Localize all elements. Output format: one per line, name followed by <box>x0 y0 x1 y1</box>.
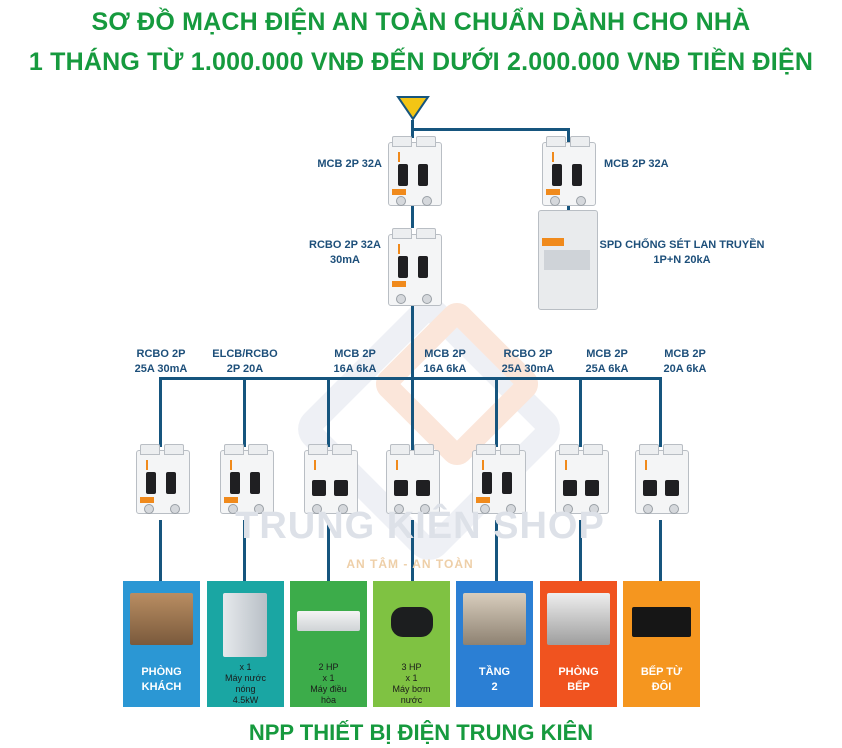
load-spec-may-nuoc-nong: 4.5kW <box>232 695 259 705</box>
induction-cooktop-image <box>632 607 691 637</box>
load-box-may-dieu-hoa: 2 HP x 1 Máy điều hòa <box>290 581 367 707</box>
load-label-bep-tu-doi: BẾP TỪ ĐÔI <box>640 666 683 693</box>
branch-label-4-line1: MCB 2P <box>424 348 466 360</box>
load-name-may-bom-nuoc: Máy bơm nước <box>392 684 431 705</box>
branch-label-2-line1: ELCB/RCBO <box>212 348 278 360</box>
branch-breaker-3 <box>304 444 358 518</box>
branch-label-6-line2: 25A 6kA <box>585 363 629 375</box>
load-box-may-nuoc-nong: x 1 Máy nước nóng 4.5kW <box>207 581 284 707</box>
living-room-image <box>130 593 193 645</box>
wire-load-2 <box>243 520 246 581</box>
branch-label-5-line1: RCBO 2P <box>503 348 553 360</box>
watermark-text: TRUNG KIÊN SHOP <box>235 505 605 547</box>
wire-drop-3 <box>327 377 330 447</box>
load-spec-may-bom-nuoc: 3 HP <box>401 662 422 672</box>
load-name-may-dieu-hoa: Máy điều hòa <box>310 684 347 705</box>
wire-drop-2 <box>243 377 246 447</box>
label-spd: SPD CHỐNG SÉT LAN TRUYỀN 1P+N 20kA <box>598 238 766 268</box>
branch-label-6-line1: MCB 2P <box>586 348 628 360</box>
wire-right-drop <box>567 128 570 142</box>
branch-breaker-2 <box>220 444 274 518</box>
branch-breaker-1 <box>136 444 190 518</box>
load-count-may-nuoc-nong: x 1 <box>239 662 252 672</box>
wire-drop-1 <box>159 377 162 447</box>
branch-label-4-line2: 16A 6kA <box>423 363 467 375</box>
wire-top-bus <box>411 128 570 131</box>
branch-label-1-line2: 25A 30mA <box>134 363 188 375</box>
branch-label-7-line1: MCB 2P <box>664 348 706 360</box>
load-box-tang-2: TẦNG 2 <box>456 581 533 707</box>
watermark-subtext: AN TÂM - AN TOÀN <box>346 557 474 571</box>
wire-load-3 <box>327 520 330 581</box>
load-count-may-bom-nuoc: x 1 <box>405 673 418 683</box>
kitchen-image <box>547 593 610 645</box>
label-rcbo-main: RCBO 2P 32A 30mA <box>300 238 390 268</box>
load-name-may-nuoc-nong: Máy nước nóng <box>225 673 266 694</box>
branch-label-5-line2: 25A 30mA <box>501 363 555 375</box>
branch-label-2-line2: 2P 20A <box>226 363 264 375</box>
wire-drop-7 <box>659 377 662 447</box>
branch-label-1: RCBO 2P 25A 30mA <box>116 347 206 377</box>
bedroom-image <box>463 593 526 645</box>
mcb-right-breaker <box>542 136 596 210</box>
label-mcb-right: MCB 2P 32A <box>604 158 669 170</box>
load-count-may-dieu-hoa: x 1 <box>322 673 335 683</box>
label-rcbo-main-line2: 30mA <box>330 254 360 266</box>
water-pump-image <box>391 607 433 637</box>
spd-surge-protector <box>538 210 598 310</box>
mcb-main-breaker <box>388 136 442 210</box>
branch-label-4: MCB 2P 16A 6kA <box>400 347 490 377</box>
branch-label-3: MCB 2P 16A 6kA <box>310 347 400 377</box>
wire-load-7 <box>659 520 662 581</box>
air-conditioner-image <box>297 611 360 631</box>
branch-label-3-line1: MCB 2P <box>334 348 376 360</box>
wire-load-5 <box>495 520 498 581</box>
label-spd-line2: 1P+N 20kA <box>653 254 711 266</box>
load-box-phong-bep: PHÒNG BẾP <box>540 581 617 707</box>
branch-label-7-line2: 20A 6kA <box>663 363 707 375</box>
footer-brand: NPP THIẾT BỊ ĐIỆN TRUNG KIÊN <box>248 720 594 745</box>
branch-label-2: ELCB/RCBO 2P 20A <box>200 347 290 377</box>
water-heater-image <box>223 593 267 657</box>
branch-breaker-6 <box>555 444 609 518</box>
load-label-phong-bep: PHÒNG BẾP <box>558 666 599 693</box>
wire-branch-bus <box>159 377 662 380</box>
label-spd-line1: SPD CHỐNG SÉT LAN TRUYỀN <box>599 239 765 251</box>
branch-breaker-4 <box>386 444 440 518</box>
wire-load-4 <box>411 520 414 581</box>
load-spec-may-dieu-hoa: 2 HP <box>318 662 339 672</box>
title-line-2: 1 THÁNG TỪ 1.000.000 VNĐ ĐẾN DƯỚI 2.000.… <box>28 48 814 76</box>
load-label-phong-khach: PHÒNG KHÁCH <box>141 666 182 693</box>
title-line-1: SƠ ĐỒ MẠCH ĐIỆN AN TOÀN CHUẨN DÀNH CHO N… <box>91 8 751 36</box>
wire-load-6 <box>579 520 582 581</box>
branch-label-6: MCB 2P 25A 6kA <box>562 347 652 377</box>
load-box-bep-tu-doi: BẾP TỪ ĐÔI <box>623 581 700 707</box>
load-label-tang-2: TẦNG 2 <box>478 666 511 693</box>
label-rcbo-main-line1: RCBO 2P 32A <box>309 239 381 251</box>
wire-mcb-to-rcbo <box>411 206 414 228</box>
branch-label-1-line1: RCBO 2P <box>136 348 186 360</box>
rcbo-main-breaker <box>388 228 442 308</box>
load-box-may-bom-nuoc: 3 HP x 1 Máy bơm nước <box>373 581 450 707</box>
branch-breaker-7 <box>635 444 689 518</box>
branch-label-3-line2: 16A 6kA <box>333 363 377 375</box>
wire-load-1 <box>159 520 162 581</box>
label-mcb-main: MCB 2P 32A <box>317 158 382 170</box>
load-box-phong-khach: PHÒNG KHÁCH <box>123 581 200 707</box>
power-source-icon <box>396 96 430 121</box>
branch-label-7: MCB 2P 20A 6kA <box>640 347 730 377</box>
wire-drop-6 <box>579 377 582 447</box>
branch-label-5: RCBO 2P 25A 30mA <box>483 347 573 377</box>
wire-drop-5 <box>495 377 498 447</box>
branch-breaker-5 <box>472 444 526 518</box>
